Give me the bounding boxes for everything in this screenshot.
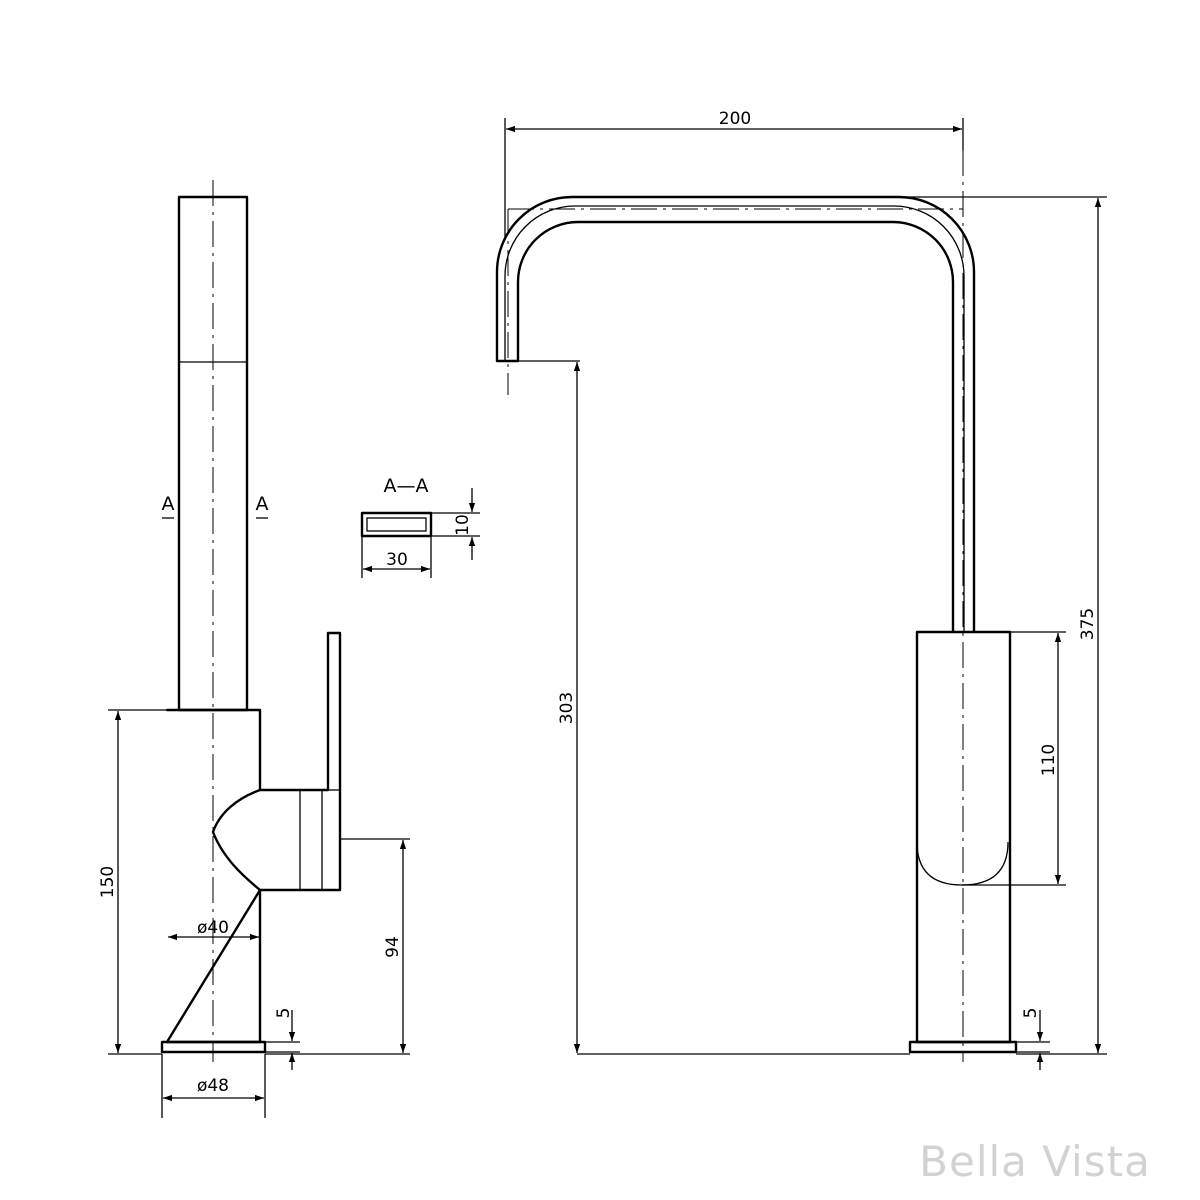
front-spout (495, 195, 976, 634)
dim-94-label: 94 (383, 936, 403, 958)
dim-110-label: 110 (1039, 744, 1059, 776)
dim-375-label: 375 (1078, 608, 1098, 640)
section-a-a: A—A 10 30 (360, 475, 480, 578)
section-outer-rect (360, 511, 433, 538)
dim-5-side-label: 5 (274, 1008, 294, 1019)
section-inner-rect (366, 517, 427, 532)
section-marker-right: A (256, 493, 269, 515)
dim-150-label: 150 (98, 866, 118, 898)
front-view: 200 303 375 110 5 (495, 109, 1107, 1070)
dim-200-label: 200 (719, 109, 751, 129)
section-label: A—A (384, 475, 429, 497)
front-spout-inner-edge (504, 205, 965, 632)
side-lever-handle (211, 631, 342, 892)
section-marker-left: A (162, 493, 175, 515)
dim-d40-label: ø40 (197, 918, 229, 938)
dim-5-front-label: 5 (1021, 1008, 1041, 1019)
dim-10-label: 10 (453, 514, 473, 536)
dim-d48-label: ø48 (197, 1076, 229, 1096)
side-view: A A 150 ø40 ø48 5 94 (98, 180, 410, 1118)
dim-303-label: 303 (557, 692, 577, 724)
brand-watermark: Bella Vista (919, 1137, 1151, 1186)
dim-30-label: 30 (386, 550, 408, 570)
